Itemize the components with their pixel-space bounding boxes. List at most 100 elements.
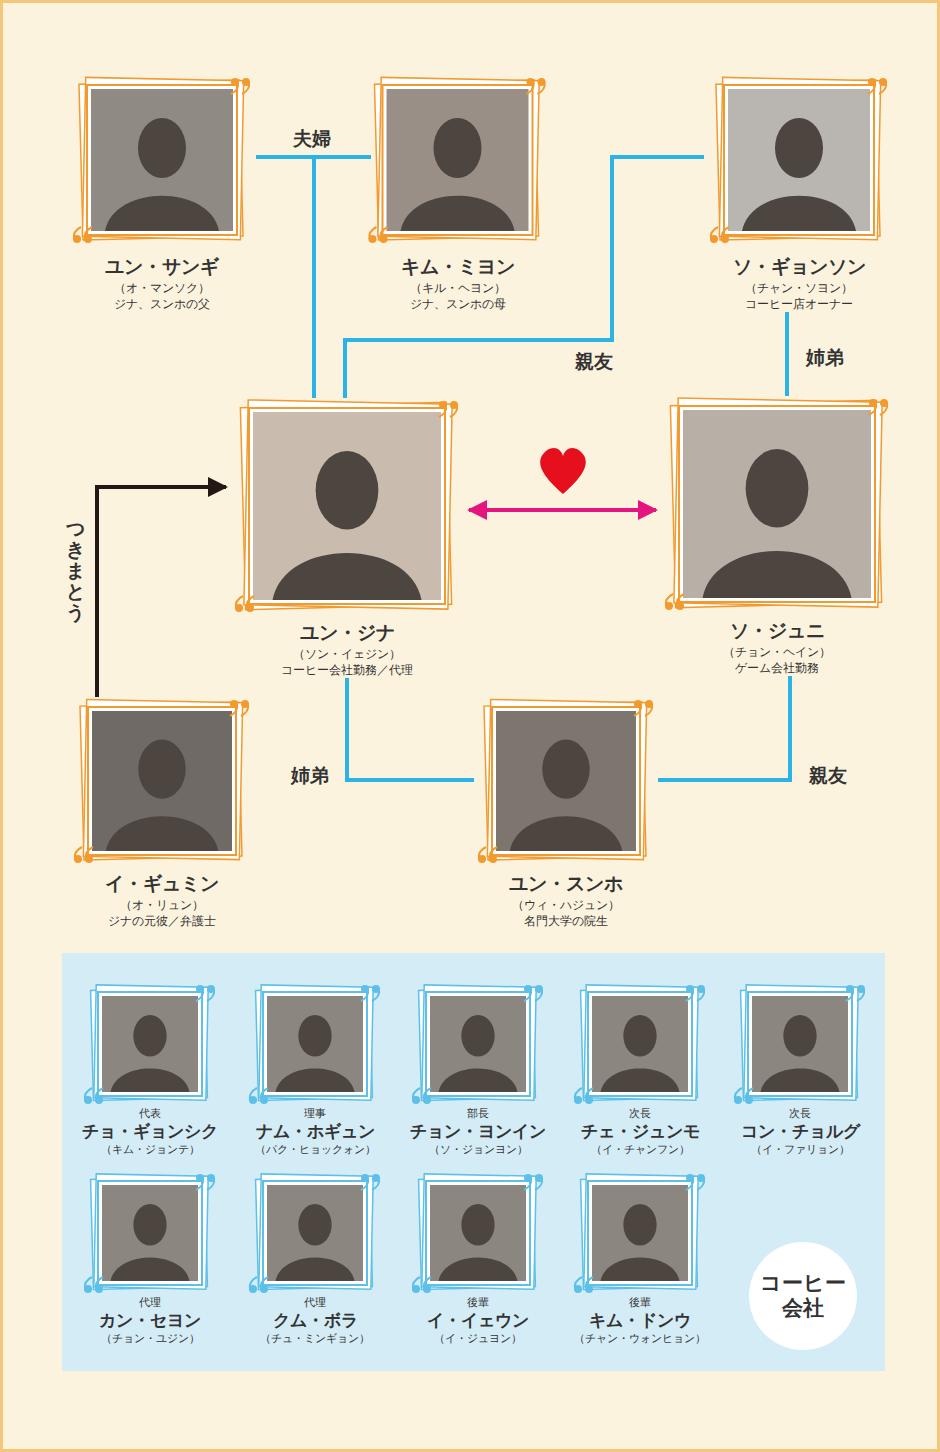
relation-label: つきまとう <box>66 516 85 624</box>
character-card: キム・ミヨン（キル・ヘヨン）ジナ、スンホの母 <box>371 72 544 312</box>
staff-card: 理事ナム・ホギュン（パク・ヒョックォン） <box>236 983 394 1157</box>
character-name: カン・セヨン <box>71 1310 229 1331</box>
frame-layer <box>80 702 242 860</box>
frame-layer <box>94 1174 208 1289</box>
portrait-head <box>461 1204 494 1246</box>
frame-layer <box>94 985 208 1100</box>
quote-mark <box>207 989 214 1001</box>
quote-mark <box>413 1277 420 1289</box>
frame-layer <box>79 80 243 240</box>
company-badge: コーヒー会社 <box>749 1242 857 1350</box>
photo-box <box>474 697 658 865</box>
character-name: ユン・スンホ <box>474 871 658 897</box>
portrait-photo <box>267 996 363 1092</box>
photo-box <box>68 72 256 248</box>
character-card: ユン・サンギ（オ・マンソク）ジナ、スンホの父 <box>68 72 256 312</box>
photo-frame <box>478 697 654 865</box>
frame-layer <box>716 80 880 240</box>
quote-mark <box>439 405 446 417</box>
photo-box <box>371 72 544 248</box>
portrait-body <box>510 816 622 851</box>
actor-name: （チャン・ウォンヒョン） <box>561 1332 719 1346</box>
quote-mark <box>634 704 641 716</box>
portrait-head <box>623 1015 656 1057</box>
portrait-body <box>600 1257 679 1281</box>
quote-mark <box>586 1277 593 1289</box>
quote-mark <box>250 1088 257 1100</box>
quote-mark <box>879 82 886 94</box>
photo-frame <box>375 72 540 248</box>
photo-frame <box>708 72 890 248</box>
portrait-photo <box>752 996 848 1092</box>
photo-box <box>721 983 879 1105</box>
quote-mark <box>735 1088 742 1100</box>
frame-layer <box>98 1181 202 1285</box>
photo-frame <box>75 983 225 1105</box>
photo-box <box>561 983 719 1105</box>
frame-layer <box>584 985 698 1100</box>
character-name: イ・ギュミン <box>68 871 256 897</box>
relation-line <box>97 487 226 697</box>
portrait-body <box>105 196 219 231</box>
staff-card: 次長コン・チョルグ（イ・ファリョン） <box>721 983 879 1157</box>
character-card: ユン・ジナ（ソン・イェジン）コーヒー会社勤務／代理 <box>229 398 465 678</box>
frame-layer <box>426 1181 530 1285</box>
portrait-body <box>106 816 218 851</box>
frame-layer <box>584 1174 698 1289</box>
photo-box <box>660 396 894 612</box>
actor-name: （イ・ファリョン） <box>721 1143 879 1157</box>
portrait-body <box>110 1068 189 1092</box>
quote-mark <box>424 1277 431 1289</box>
relation-line <box>347 678 474 780</box>
company-band: コーヒー会社代表チョ・ギョンシク（キム・ジョンテ）理事ナム・ホギュン（パク・ヒョ… <box>62 953 885 1371</box>
photo-frame <box>403 983 553 1105</box>
portrait-body <box>742 196 856 231</box>
frame-layer <box>724 85 874 235</box>
portrait-photo <box>728 89 870 231</box>
job-title: 次長 <box>561 1107 719 1121</box>
relation-line <box>785 312 789 396</box>
portrait-body <box>110 1257 189 1281</box>
photo-box <box>704 72 894 248</box>
quote-mark <box>247 596 254 608</box>
actor-name: （キル・ヘヨン） <box>371 280 544 296</box>
quote-mark <box>868 82 875 94</box>
portrait-head <box>298 1204 331 1246</box>
job-title: 後輩 <box>561 1296 719 1310</box>
character-name: クム・ボラ <box>236 1310 394 1331</box>
portrait-body <box>438 1068 517 1092</box>
quote-mark <box>230 704 237 716</box>
photo-box <box>561 1172 719 1294</box>
portrait-body <box>600 1068 679 1092</box>
actor-name: （オ・マンソク） <box>68 280 256 296</box>
quote-mark <box>74 227 81 239</box>
quote-mark <box>207 1178 214 1190</box>
photo-frame <box>725 983 875 1105</box>
quote-mark <box>686 1178 693 1190</box>
photo-box <box>236 983 394 1105</box>
portrait-photo <box>91 89 233 231</box>
photo-box <box>399 983 557 1105</box>
photo-frame <box>565 983 715 1105</box>
job-title: 代理 <box>71 1296 229 1310</box>
portrait-body <box>273 553 422 600</box>
quote-mark <box>666 594 673 606</box>
portrait-photo <box>592 1185 688 1281</box>
quote-mark <box>369 227 376 239</box>
frame-layer <box>588 1181 692 1285</box>
quote-mark <box>242 82 249 94</box>
portrait-photo <box>253 412 441 600</box>
portrait-body <box>703 551 852 598</box>
portrait-photo <box>92 711 232 851</box>
character-card: ユン・スンホ（ウィ・ハジュン）名門大学の院生 <box>474 697 658 929</box>
portrait-photo <box>430 1185 526 1281</box>
role-note: ゲーム会社勤務 <box>660 660 894 676</box>
photo-box <box>71 983 229 1105</box>
quote-mark <box>645 704 652 716</box>
actor-name: （イ・ジュヨン） <box>399 1332 557 1346</box>
relation-label: 姉弟 <box>288 764 332 788</box>
actor-name: （チュ・ミンギョン） <box>236 1332 394 1346</box>
portrait-head <box>133 1204 166 1246</box>
portrait-body <box>275 1068 354 1092</box>
role-note: ジナ、スンホの父 <box>68 296 256 312</box>
